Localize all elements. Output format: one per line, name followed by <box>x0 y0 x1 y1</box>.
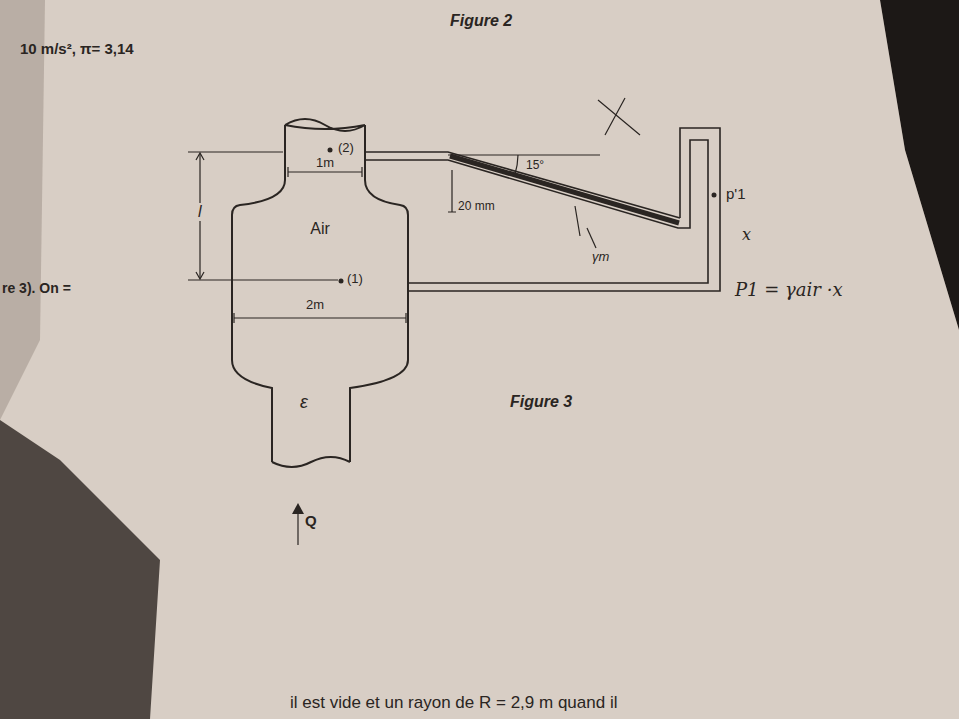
dimension-label: 1m <box>314 156 336 171</box>
point-label: (2) <box>338 141 354 156</box>
point-label: (1) <box>347 272 363 287</box>
tank-outline <box>232 119 408 467</box>
figure-number: Figure 3 <box>510 393 572 411</box>
fluid-label: γm <box>592 250 609 265</box>
manometer-tubes <box>365 128 720 291</box>
dimension-label: l <box>196 203 204 221</box>
point-dot <box>712 193 717 198</box>
cut-text: re 3). On = <box>2 280 71 296</box>
medium-label: Air <box>310 220 330 238</box>
dimension-label: 20 mm <box>458 200 495 214</box>
manometer-fluid <box>450 156 679 223</box>
cut-text: il est vide et un rayon de R = 2,9 m qua… <box>290 693 617 713</box>
point-dot <box>328 148 333 153</box>
pipe-symbol: ε <box>300 392 308 413</box>
dimension-lines <box>188 98 640 545</box>
flow-arrowhead <box>292 503 304 514</box>
angle-label: 15° <box>526 159 544 173</box>
paper-shade <box>0 0 45 420</box>
dimension-label: 2m <box>306 298 324 313</box>
flow-label: Q <box>305 512 317 529</box>
handwritten-note: P1 = γair ·x <box>735 280 843 301</box>
point-label: p'1 <box>726 185 746 202</box>
point-dot <box>339 279 344 284</box>
constants-note: 10 m/s², π= 3,14 <box>20 40 134 57</box>
figure-number: Figure 2 <box>450 12 512 30</box>
tank-body: Air <box>236 208 404 358</box>
handwritten-note: x <box>742 226 751 244</box>
